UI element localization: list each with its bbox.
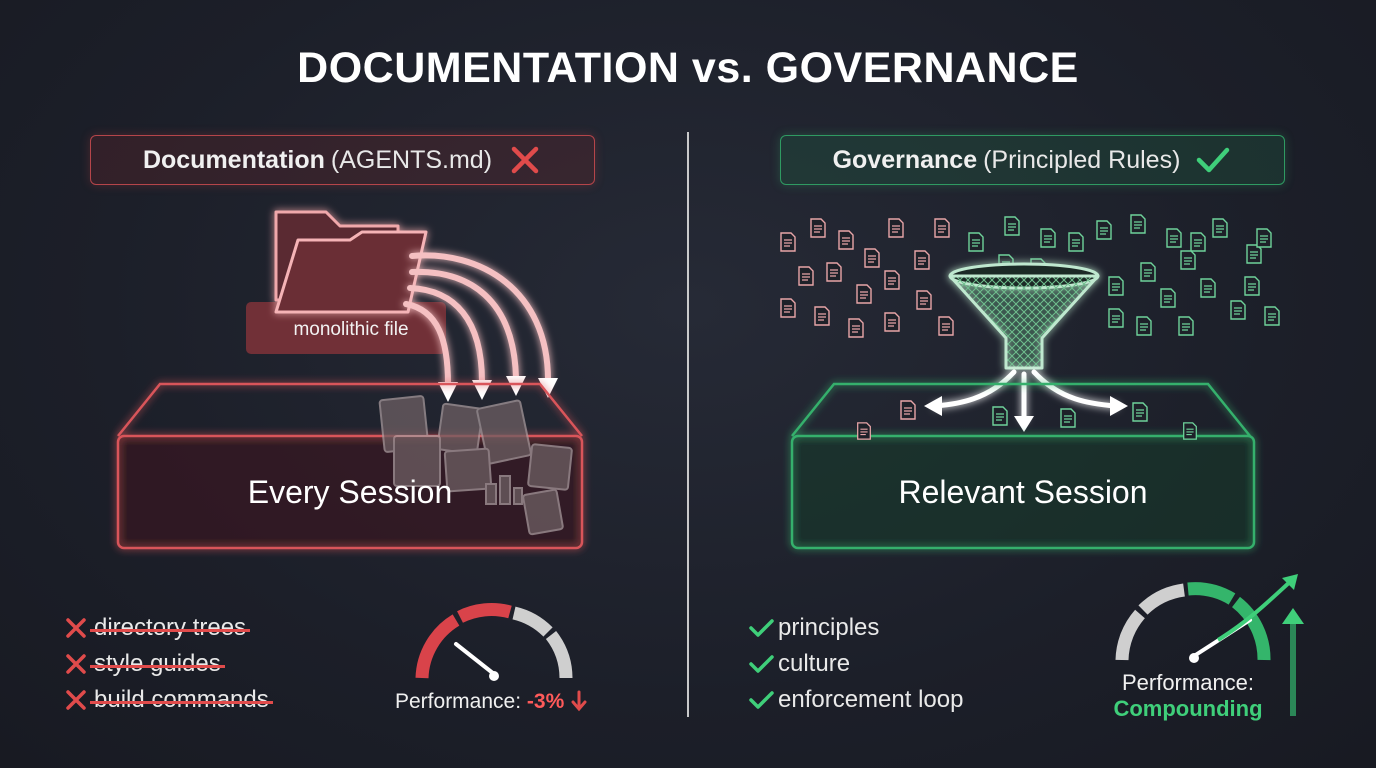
performance-left-label: Performance: — [395, 690, 522, 713]
list-item-label: directory trees — [89, 614, 251, 641]
list-item-label: culture — [778, 650, 851, 677]
folder-icon — [274, 210, 428, 314]
page-title: DOCUMENTATION vs. GOVERNANCE — [297, 44, 1079, 92]
filter-arrows — [933, 369, 1119, 423]
governance-list: principles culture enforcement loop — [748, 610, 963, 718]
list-item: principles — [748, 610, 963, 646]
arrow-heads — [438, 376, 558, 402]
documentation-illustration — [116, 210, 584, 550]
governance-subtitle: (Principled Rules) — [983, 145, 1181, 174]
flow-arrows — [403, 252, 551, 387]
monolithic-file-label: monolithic file — [293, 319, 409, 340]
center-divider — [687, 132, 689, 717]
governance-title: Governance — [832, 145, 978, 174]
list-item-label: principles — [778, 614, 880, 641]
relevant-session-label: Relevant Session — [898, 474, 1148, 510]
scattered-documents — [780, 218, 954, 338]
list-item-label: build commands — [90, 686, 273, 713]
list-item: directory trees — [64, 610, 269, 646]
x-mark-icon — [66, 654, 86, 674]
check-mark-icon — [749, 691, 774, 709]
check-mark-icon — [749, 655, 774, 673]
funnel-icon — [948, 262, 1100, 370]
filter-arrow-heads — [924, 396, 1128, 432]
documentation-subtitle: (AGENTS.md) — [330, 145, 493, 174]
performance-left-value: -3% — [526, 690, 565, 713]
x-mark-icon — [66, 618, 86, 638]
list-item: build commands — [64, 682, 273, 718]
every-session-label: Every Session — [247, 474, 453, 510]
x-mark-icon — [66, 690, 86, 710]
performance-right-label: Performance: — [1121, 670, 1255, 695]
list-item-label: style guides — [90, 650, 225, 677]
x-mark-icon — [511, 146, 539, 174]
list-item: style guides — [64, 646, 269, 682]
check-mark-icon — [749, 619, 774, 637]
documentation-title: Documentation — [142, 145, 325, 174]
performance-left: Performance: -3% — [395, 690, 588, 714]
performance-gauge-left — [415, 603, 573, 681]
monolithic-file-plate — [246, 302, 446, 354]
documentation-list: directory trees style guides build comma… — [64, 610, 273, 718]
check-mark-icon — [1197, 147, 1230, 173]
list-item-label: enforcement loop — [778, 686, 964, 713]
performance-gauge-right — [1115, 574, 1304, 716]
performance-right: Performance: Compounding — [1098, 670, 1278, 722]
relevant-session-box — [790, 382, 1256, 550]
governance-illustration — [780, 214, 1280, 550]
list-item: enforcement loop — [748, 682, 963, 718]
documentation-header: Documentation (AGENTS.md) — [90, 135, 595, 185]
list-item: culture — [748, 646, 963, 682]
performance-right-value: Compounding — [1113, 696, 1263, 721]
governance-header: Governance (Principled Rules) — [780, 135, 1285, 185]
document-pile — [378, 395, 573, 536]
down-arrow-icon — [571, 690, 587, 712]
